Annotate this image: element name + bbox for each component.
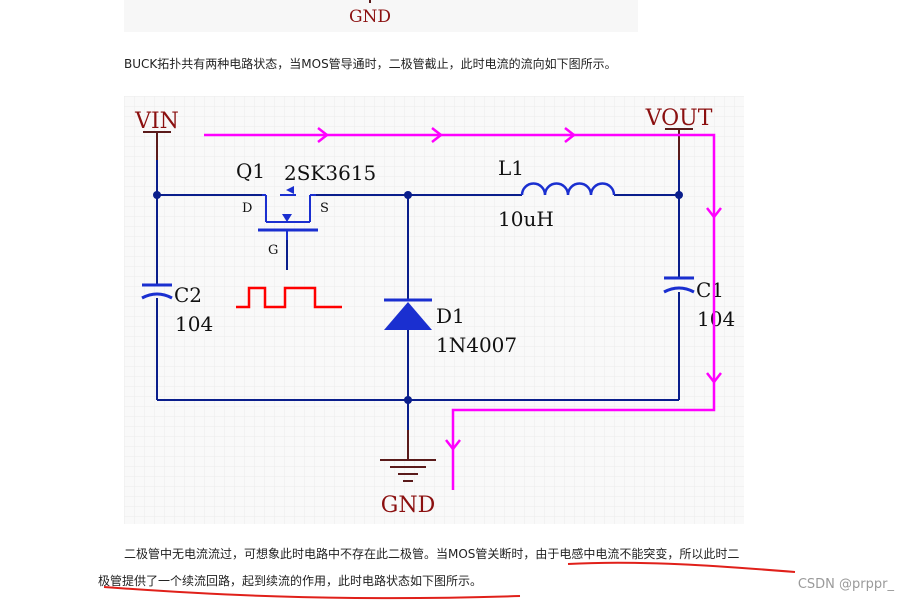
q1-pin-g: G <box>268 243 278 258</box>
paragraph-on-state: BUCK拓扑共有两种电路状态，当MOS管导通时，二极管截止，此时电流的流向如下图… <box>124 57 617 71</box>
pwm-waveform <box>236 286 342 309</box>
c1-ref: C1 <box>696 278 724 302</box>
q1-pin-s: S <box>320 201 329 216</box>
gnd-symbol: GND <box>380 430 436 518</box>
red-underline-annotations <box>103 561 796 600</box>
buck-schematic: VIN VOUT Q1 2SK3615 <box>124 96 744 524</box>
previous-figure-svg: GND <box>349 0 391 27</box>
q1-ref: Q1 <box>236 159 265 183</box>
schematic-svg: VIN VOUT Q1 2SK3615 <box>124 96 744 524</box>
l1-inductor: L1 10uH <box>498 156 616 231</box>
underline-1 <box>567 561 796 573</box>
c2-capacitor: C2 104 <box>141 283 213 336</box>
c1-capacitor: C1 104 <box>663 276 735 331</box>
q1-mosfet: Q1 2SK3615 D S G <box>236 159 376 258</box>
d1-part: 1N4007 <box>436 333 517 357</box>
junctions <box>153 191 683 404</box>
underline-2 <box>103 586 521 600</box>
c1-value: 104 <box>697 307 735 331</box>
grid-bg <box>124 96 744 524</box>
l1-ref: L1 <box>498 156 524 180</box>
wires <box>156 160 680 430</box>
c2-ref: C2 <box>174 283 202 307</box>
d1-diode: D1 1N4007 <box>384 298 517 357</box>
c2-value: 104 <box>175 312 213 336</box>
d1-ref: D1 <box>436 304 465 328</box>
paragraph-off-state: 二极管中无电流流过，可想象此时电路中不存在此二极管。当MOS管关断时，由于电感中… <box>124 547 740 561</box>
csdn-watermark: CSDN @prppr_ <box>797 577 894 592</box>
q1-pin-d: D <box>242 201 252 216</box>
l1-value: 10uH <box>498 207 554 231</box>
vout-label: VOUT <box>645 106 713 131</box>
top-gnd-label: GND <box>349 7 391 27</box>
q1-part: 2SK3615 <box>284 161 376 185</box>
gnd-label: GND <box>381 493 435 518</box>
vin-label: VIN <box>134 109 179 134</box>
current-path <box>204 127 722 490</box>
paragraph-freewheel: 极管提供了一个续流回路，起到续流的作用，此时电路状态如下图所示。 <box>98 574 483 588</box>
previous-figure-fragment: GND <box>124 0 638 32</box>
